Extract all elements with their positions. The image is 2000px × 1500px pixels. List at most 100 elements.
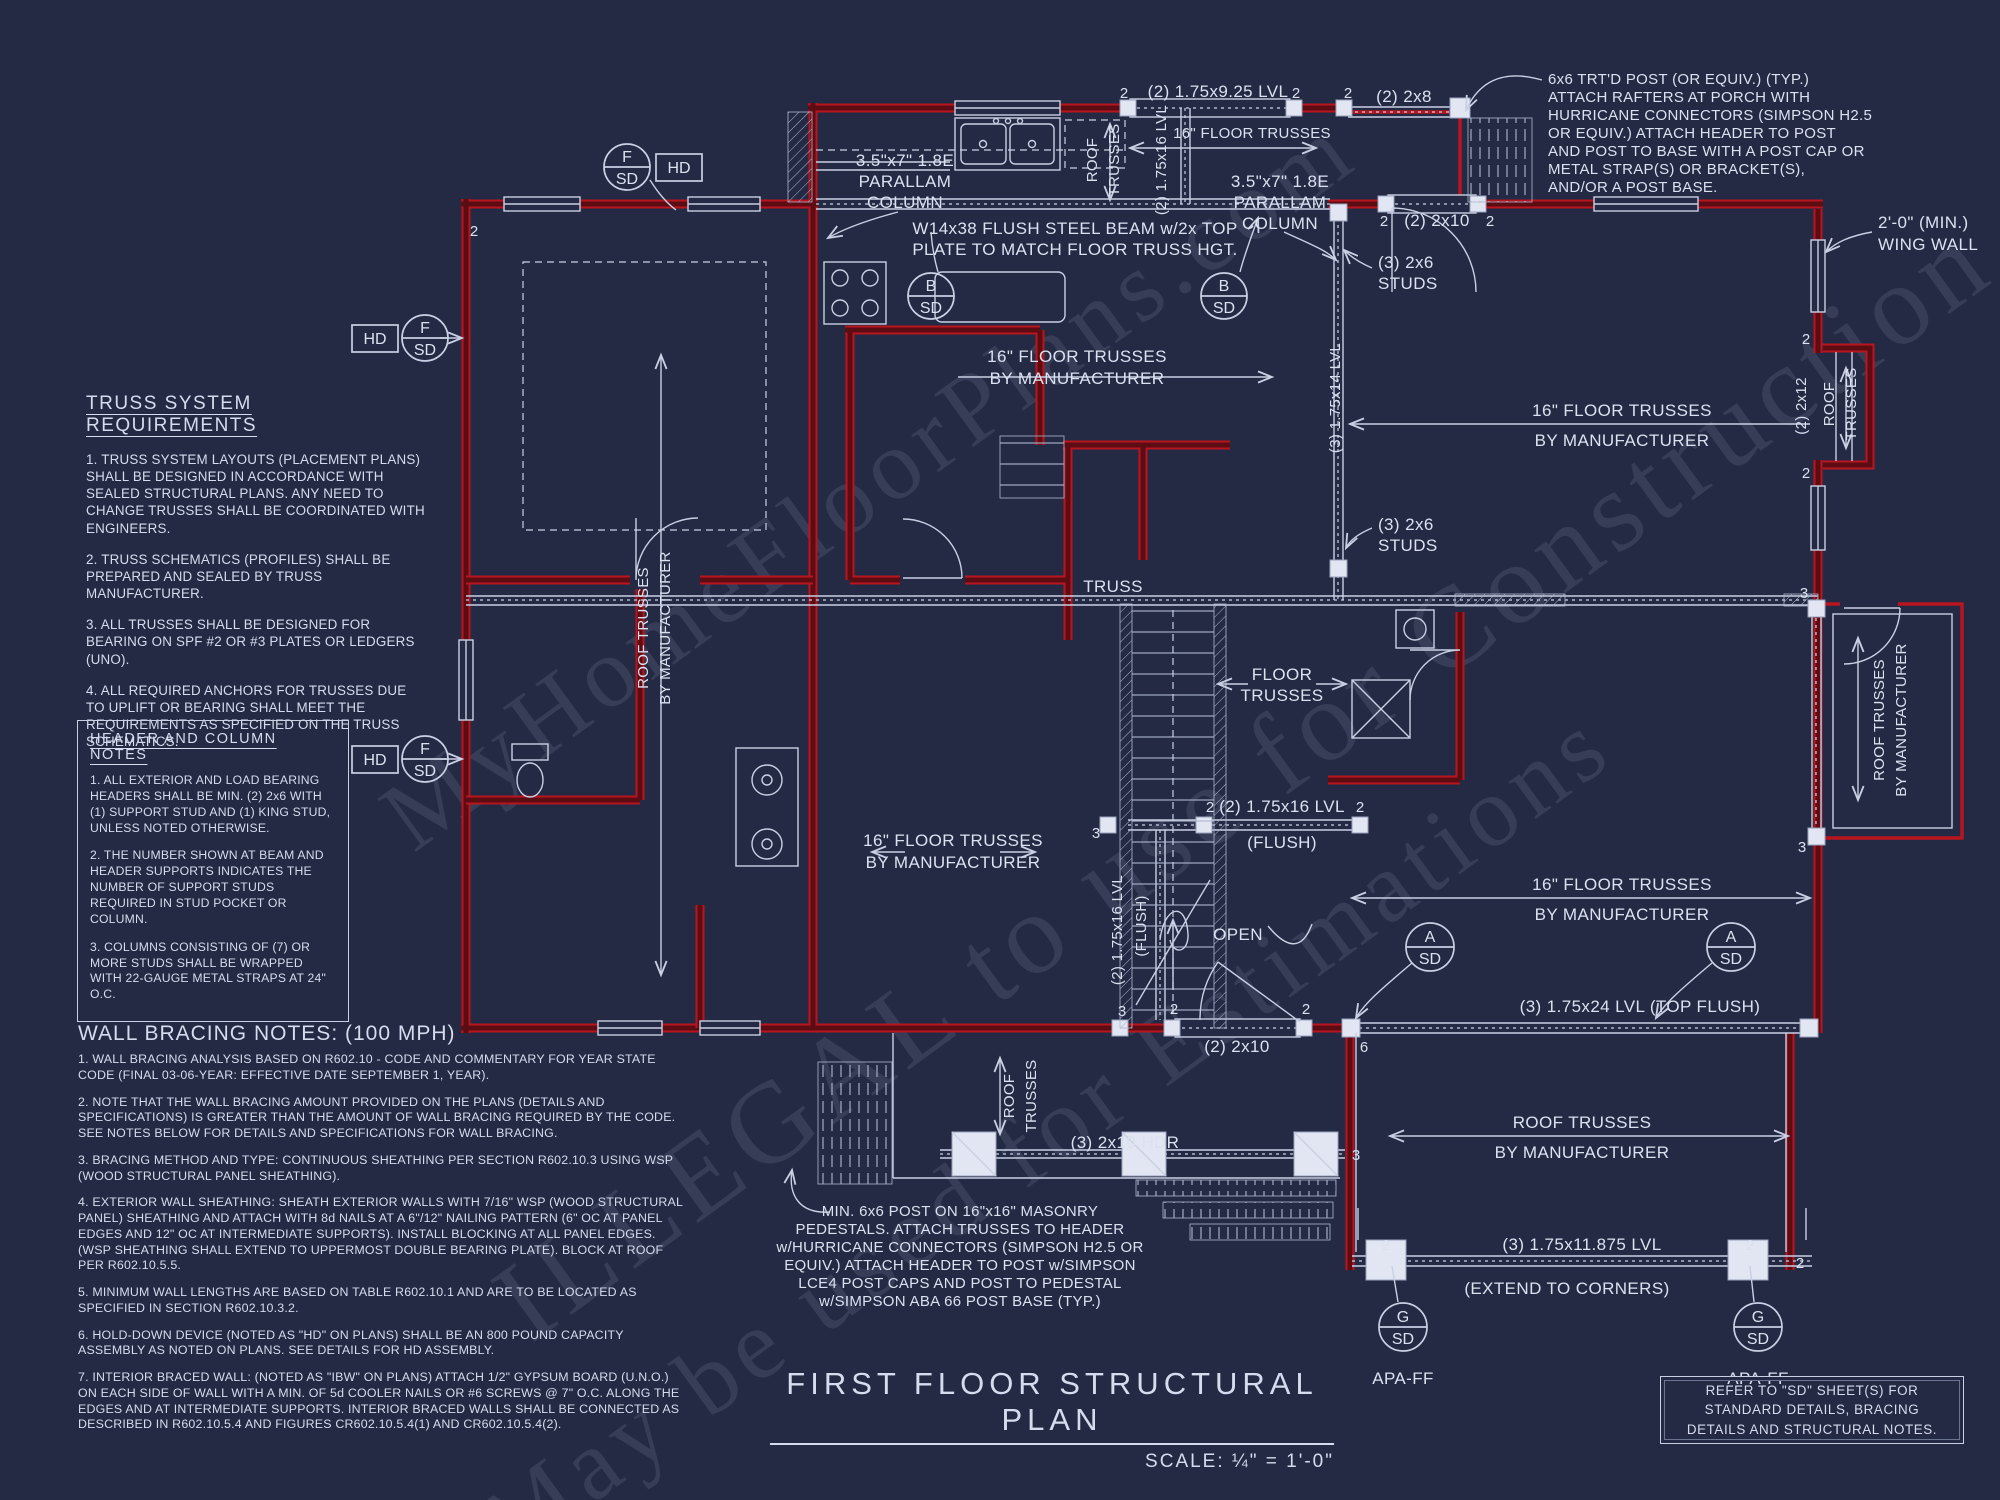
svg-text:SD: SD bbox=[1213, 300, 1235, 317]
svg-text:BY MANUFACTURER: BY MANUFACTURER bbox=[1535, 905, 1710, 924]
svg-text:SD: SD bbox=[920, 300, 942, 317]
label-lvl16-flush-v: (2) 1.75x16 LVL bbox=[1109, 875, 1126, 985]
label-roof-truss-mfr-left: ROOF TRUSSES bbox=[635, 567, 652, 689]
label-wing-wall: 2'-0" (MIN.) bbox=[1878, 213, 1969, 232]
svg-text:EQUIV.) ATTACH HEADER TO POST: EQUIV.) ATTACH HEADER TO POST w/SIMPSON bbox=[784, 1257, 1136, 1274]
wall-bracing-note-1: 1. WALL BRACING ANALYSIS BASED ON R602.1… bbox=[78, 1052, 656, 1082]
label-2x8: (2) 2x8 bbox=[1376, 87, 1432, 106]
svg-text:(FLUSH): (FLUSH) bbox=[1133, 895, 1150, 956]
svg-text:LCE4 POST CAPS AND POST TO PED: LCE4 POST CAPS AND POST TO PEDESTAL bbox=[798, 1275, 1121, 1292]
svg-text:TRUSSES: TRUSSES bbox=[1023, 1060, 1040, 1133]
symbol-a-sd-1: A SD bbox=[1405, 922, 1455, 972]
svg-text:2: 2 bbox=[1356, 799, 1364, 816]
label-2x10-bottom: (2) 2x10 bbox=[1204, 1037, 1270, 1056]
svg-text:PARALLAM: PARALLAM bbox=[859, 172, 952, 191]
svg-text:PLATE TO MATCH FLOOR TRUSS HGT: PLATE TO MATCH FLOOR TRUSS HGT. bbox=[912, 240, 1237, 259]
svg-text:TRUSSES: TRUSSES bbox=[1240, 686, 1323, 705]
header-column-note-1: 1. ALL EXTERIOR AND LOAD BEARING HEADERS… bbox=[90, 773, 331, 835]
svg-text:2: 2 bbox=[1380, 213, 1388, 230]
leader-lines bbox=[440, 75, 1873, 1303]
label-lvl16-kitchen: (2) 1.75x16 LVL bbox=[1153, 105, 1170, 215]
svg-text:HURRICANE CONNECTORS (SIMPSON: HURRICANE CONNECTORS (SIMPSON H2.5 bbox=[1548, 107, 1872, 124]
svg-text:PARALLAM: PARALLAM bbox=[1234, 193, 1327, 212]
svg-text:w/SIMPSON ABA 66 POST BASE (TY: w/SIMPSON ABA 66 POST BASE (TYP.) bbox=[818, 1293, 1101, 1310]
note-pedestal: MIN. 6x6 POST ON 16"x16" MASONRY bbox=[822, 1203, 1098, 1220]
symbol-a-sd-2: A SD bbox=[1706, 922, 1756, 972]
hd-box: HD bbox=[363, 331, 386, 348]
label-lvl-11875: (3) 1.75x11.875 LVL bbox=[1502, 1235, 1661, 1254]
svg-text:2: 2 bbox=[1120, 85, 1128, 102]
wall-bracing-notes: WALL BRACING NOTES: (100 MPH) 1. WALL BR… bbox=[78, 1022, 690, 1444]
label-floor-truss-mfr-left: 16" FLOOR TRUSSES bbox=[863, 831, 1043, 850]
svg-text:STUDS: STUDS bbox=[1378, 536, 1438, 555]
svg-text:3: 3 bbox=[1800, 585, 1808, 602]
plan-labels: (2) 1.75x9.25 LVL 16" FLOOR TRUSSES 3.5"… bbox=[635, 71, 1978, 1388]
truss-system-requirements: TRUSS SYSTEM REQUIREMENTS 1. TRUSS SYSTE… bbox=[86, 393, 426, 764]
label-floor-trusses-mid: FLOOR bbox=[1252, 665, 1313, 684]
svg-text:2: 2 bbox=[1302, 1001, 1310, 1018]
svg-text:AND/OR A POST BASE.: AND/OR A POST BASE. bbox=[1548, 179, 1718, 196]
symbol-b-sd-1: B SD bbox=[907, 272, 955, 320]
windows-and-openings bbox=[458, 97, 1898, 1038]
symbol-f-sd-1: F SD HD bbox=[603, 143, 703, 191]
svg-text:ATTACH RAFTERS AT PORCH WITH: ATTACH RAFTERS AT PORCH WITH bbox=[1548, 89, 1810, 106]
svg-text:TRUSSES: TRUSSES bbox=[1843, 368, 1860, 441]
svg-text:3: 3 bbox=[1798, 839, 1806, 856]
label-parallam-right: 3.5"x7" 1.8E bbox=[1231, 172, 1329, 191]
svg-text:2: 2 bbox=[1292, 85, 1300, 102]
note-6x6-post: 6x6 TRT'D POST (OR EQUIV.) (TYP.) bbox=[1548, 71, 1809, 88]
header-column-note-3: 3. COLUMNS CONSISTING OF (7) OR MORE STU… bbox=[90, 939, 326, 1002]
label-floor-trusses-16: 16" FLOOR TRUSSES bbox=[1173, 125, 1331, 142]
svg-text:SD: SD bbox=[414, 342, 436, 359]
label-apa-ff-right: APA-FF bbox=[1727, 1369, 1789, 1388]
label-roof-truss-mfr-porch: ROOF TRUSSES bbox=[1871, 659, 1888, 781]
svg-text:3: 3 bbox=[1092, 825, 1100, 842]
svg-text:2: 2 bbox=[1382, 1237, 1390, 1254]
label-roof-trusses-porch: ROOF bbox=[1001, 1074, 1018, 1119]
svg-text:F: F bbox=[420, 741, 430, 758]
svg-text:SD: SD bbox=[616, 171, 638, 188]
wall-bracing-note-2: 2. NOTE THAT THE WALL BRACING AMOUNT PRO… bbox=[78, 1094, 676, 1141]
wall-bracing-note-5: 5. MINIMUM WALL LENGTHS ARE BASED ON TAB… bbox=[78, 1285, 637, 1315]
svg-text:2: 2 bbox=[1802, 331, 1810, 348]
svg-text:B: B bbox=[1219, 278, 1230, 295]
stairs bbox=[787, 111, 1533, 1241]
svg-text:2: 2 bbox=[470, 223, 478, 240]
truss-note-2: 2. TRUSS SCHEMATICS (PROFILES) SHALL BE … bbox=[86, 551, 391, 602]
svg-text:3: 3 bbox=[1352, 1147, 1360, 1164]
scale-note: SCALE: ¼" = 1'-0" bbox=[1145, 1451, 1334, 1472]
label-2x6-studs-mid: (3) 2x6 bbox=[1378, 515, 1434, 534]
wall-bracing-heading: WALL BRACING NOTES: (100 MPH) bbox=[78, 1022, 456, 1045]
label-open: OPEN bbox=[1213, 925, 1263, 944]
svg-text:SD: SD bbox=[1720, 951, 1742, 968]
svg-text:SD: SD bbox=[414, 763, 436, 780]
symbol-g-sd-2: G SD bbox=[1733, 1302, 1783, 1352]
svg-text:6: 6 bbox=[1360, 1039, 1368, 1056]
svg-text:BY MANUFACTURER: BY MANUFACTURER bbox=[657, 551, 674, 704]
label-floor-truss-mfr-right2: 16" FLOOR TRUSSES bbox=[1532, 875, 1712, 894]
svg-text:w/HURRICANE CONNECTORS (SIMPSO: w/HURRICANE CONNECTORS (SIMPSON H2.5 OR bbox=[775, 1239, 1143, 1256]
svg-text:F: F bbox=[420, 320, 430, 337]
sheet-title: FIRST FLOOR STRUCTURAL PLAN bbox=[770, 1366, 1334, 1445]
svg-text:BY MANUFACTURER: BY MANUFACTURER bbox=[1893, 643, 1910, 796]
label-2x10-top: (2) 2x10 bbox=[1404, 211, 1470, 230]
svg-text:(FLUSH): (FLUSH) bbox=[1247, 833, 1317, 852]
svg-text:2: 2 bbox=[1796, 1255, 1804, 1272]
svg-text:BY MANUFACTURER: BY MANUFACTURER bbox=[1535, 431, 1710, 450]
svg-text:WING WALL: WING WALL bbox=[1878, 235, 1978, 254]
symbol-f-sd-3: HD F SD bbox=[351, 735, 449, 783]
section-symbols: F SD HD HD F SD HD F SD B bbox=[351, 143, 1783, 1352]
dimension-arrows bbox=[654, 121, 1865, 1143]
svg-text:BY MANUFACTURER: BY MANUFACTURER bbox=[1495, 1143, 1670, 1162]
symbol-f-sd-2: HD F SD bbox=[351, 314, 449, 362]
sd-note-line-1: REFER TO "SD" SHEET(S) FOR bbox=[1705, 1382, 1919, 1398]
header-column-heading: HEADER AND COLUMN NOTES bbox=[90, 731, 277, 763]
label-parallam-left: 3.5"x7" 1.8E bbox=[856, 151, 954, 170]
svg-text:TRUSSES: TRUSSES bbox=[1106, 124, 1123, 197]
doors bbox=[635, 207, 1901, 1023]
symbol-b-sd-2: B SD bbox=[1200, 272, 1248, 320]
svg-text:2: 2 bbox=[1746, 1237, 1754, 1254]
header-column-notes: HEADER AND COLUMN NOTES 1. ALL EXTERIOR … bbox=[77, 720, 349, 1023]
label-extend-corners: (EXTEND TO CORNERS) bbox=[1464, 1279, 1669, 1298]
